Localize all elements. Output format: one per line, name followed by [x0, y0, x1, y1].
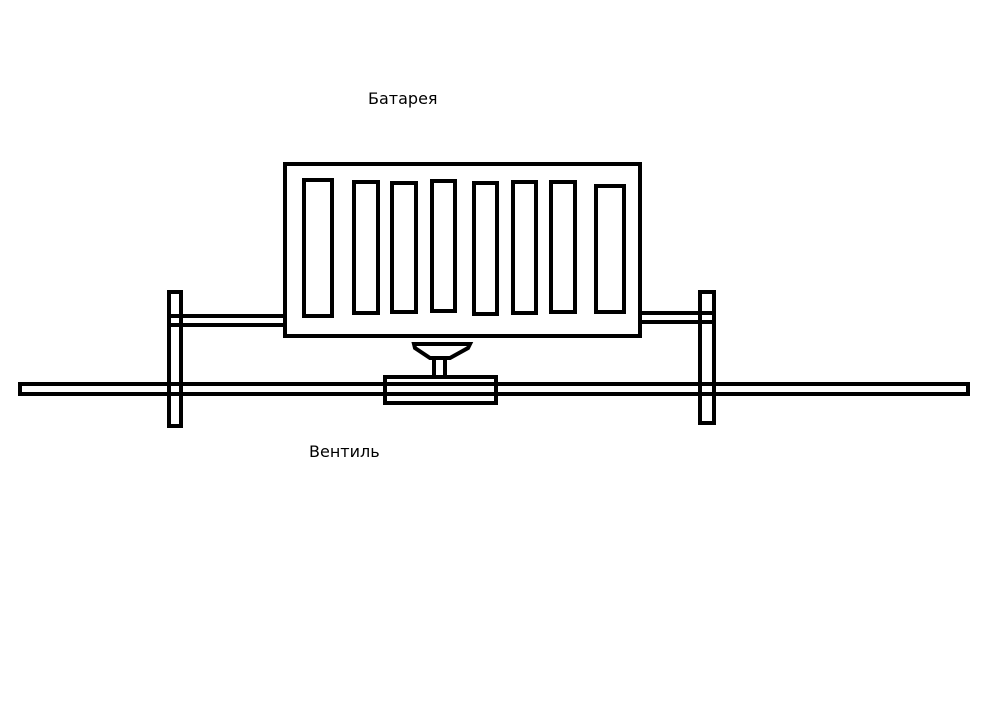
radiator-fin: [430, 179, 457, 313]
valve-body: [383, 375, 498, 405]
right-connector-pipe: [638, 311, 716, 324]
radiator-fin: [549, 180, 577, 314]
left-riser-pipe: [167, 290, 183, 428]
valve-handle: [411, 342, 474, 360]
valve-stem: [432, 356, 447, 379]
radiator-fin: [594, 184, 626, 314]
radiator-fin: [390, 181, 418, 314]
battery-label: Батарея: [368, 89, 438, 108]
radiator-fin: [472, 181, 499, 316]
left-connector-pipe: [167, 314, 287, 327]
radiator-fin: [302, 178, 334, 318]
radiator-fin: [352, 180, 380, 315]
right-riser-pipe: [698, 290, 716, 425]
valve-label: Вентиль: [309, 442, 380, 461]
radiator-fin: [511, 180, 538, 315]
radiator-body: [283, 162, 642, 338]
